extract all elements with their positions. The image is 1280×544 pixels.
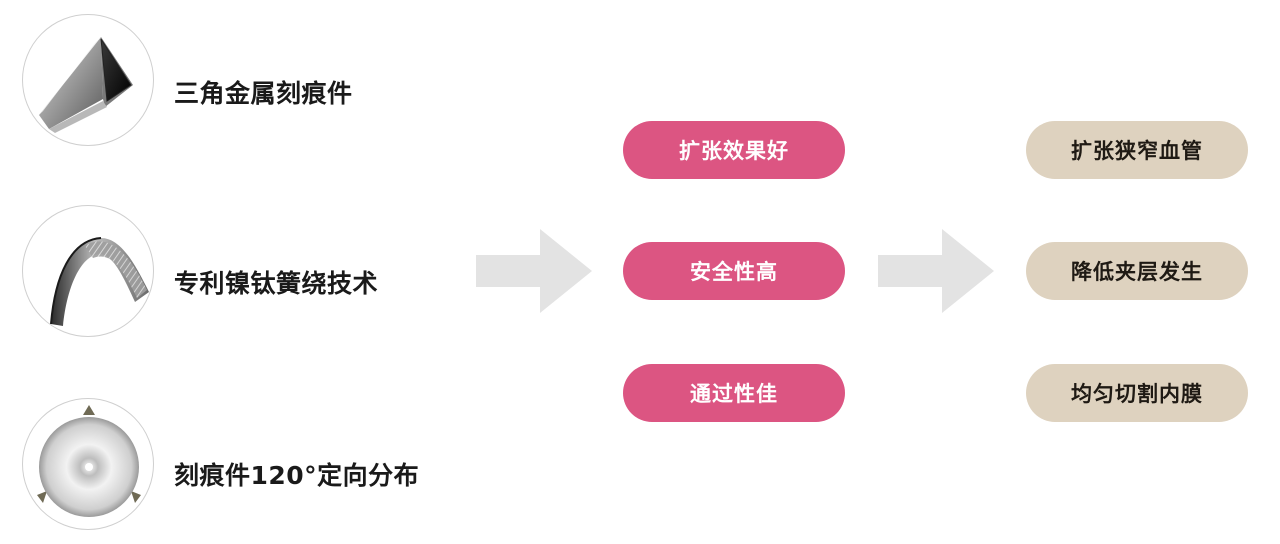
benefit-pill-expansion: 扩张效果好 [623, 121, 845, 179]
benefit-pill-safety: 安全性高 [623, 242, 845, 300]
triangle-metal-scoring-element-icon [39, 37, 133, 133]
result-pill-dilate-vessel: 扩张狭窄血管 [1026, 121, 1248, 179]
feature-label-distribution: 刻痕件120°定向分布 [174, 461, 420, 490]
feature-image-distribution [22, 398, 154, 530]
arrow-right-icon [476, 229, 592, 313]
scoring-120-degree-distribution-icon [37, 405, 141, 517]
feature-image-triangle [22, 14, 154, 146]
result-pill-uniform-cut: 均匀切割内膜 [1026, 364, 1248, 422]
feature-label-coil: 专利镍钛簧绕技术 [174, 269, 379, 298]
nitinol-coil-spring-icon [50, 237, 149, 326]
feature-label-triangle: 三角金属刻痕件 [174, 79, 353, 108]
arrow-right-icon [878, 229, 994, 313]
benefit-pill-passability: 通过性佳 [623, 364, 845, 422]
feature-image-coil [22, 205, 154, 337]
result-pill-reduce-dissection: 降低夹层发生 [1026, 242, 1248, 300]
